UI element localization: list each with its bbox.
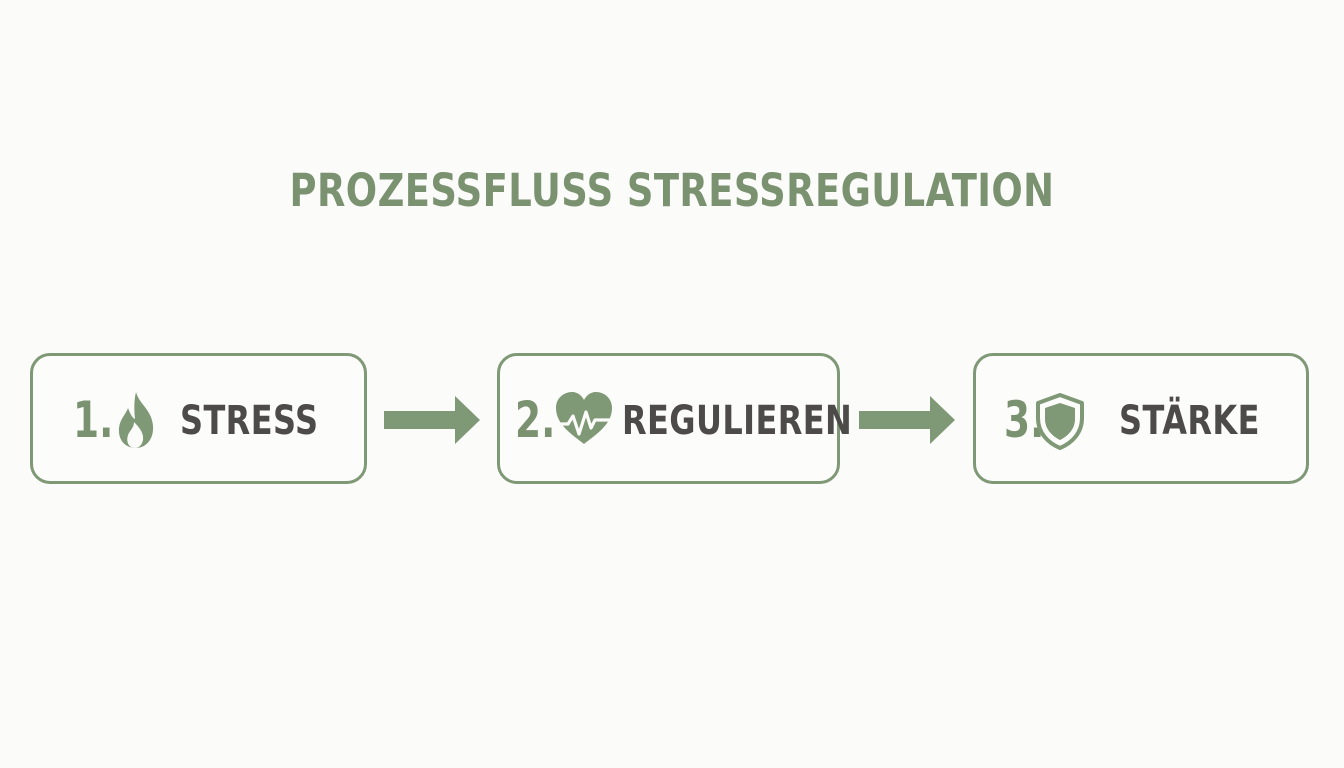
heart-pulse-icon: [553, 392, 615, 444]
diagram-title: PROZESSFLUSS STRESSREGULATION: [289, 164, 1055, 217]
step-label: REGULIEREN: [622, 398, 853, 444]
step-staerke: 3. STÄRKE: [973, 353, 1309, 484]
shield-icon: [1036, 393, 1084, 450]
step-label: STÄRKE: [1119, 398, 1260, 444]
arrow-icon: [384, 396, 480, 444]
step-stress: 1. STRESS: [30, 353, 367, 484]
step-number: 2.: [515, 391, 556, 449]
step-number: 1.: [73, 391, 114, 449]
flame-icon: [118, 392, 154, 448]
step-label: STRESS: [180, 398, 319, 444]
step-regulieren: 2. REGULIEREN: [497, 353, 852, 484]
arrow-icon: [859, 396, 955, 444]
